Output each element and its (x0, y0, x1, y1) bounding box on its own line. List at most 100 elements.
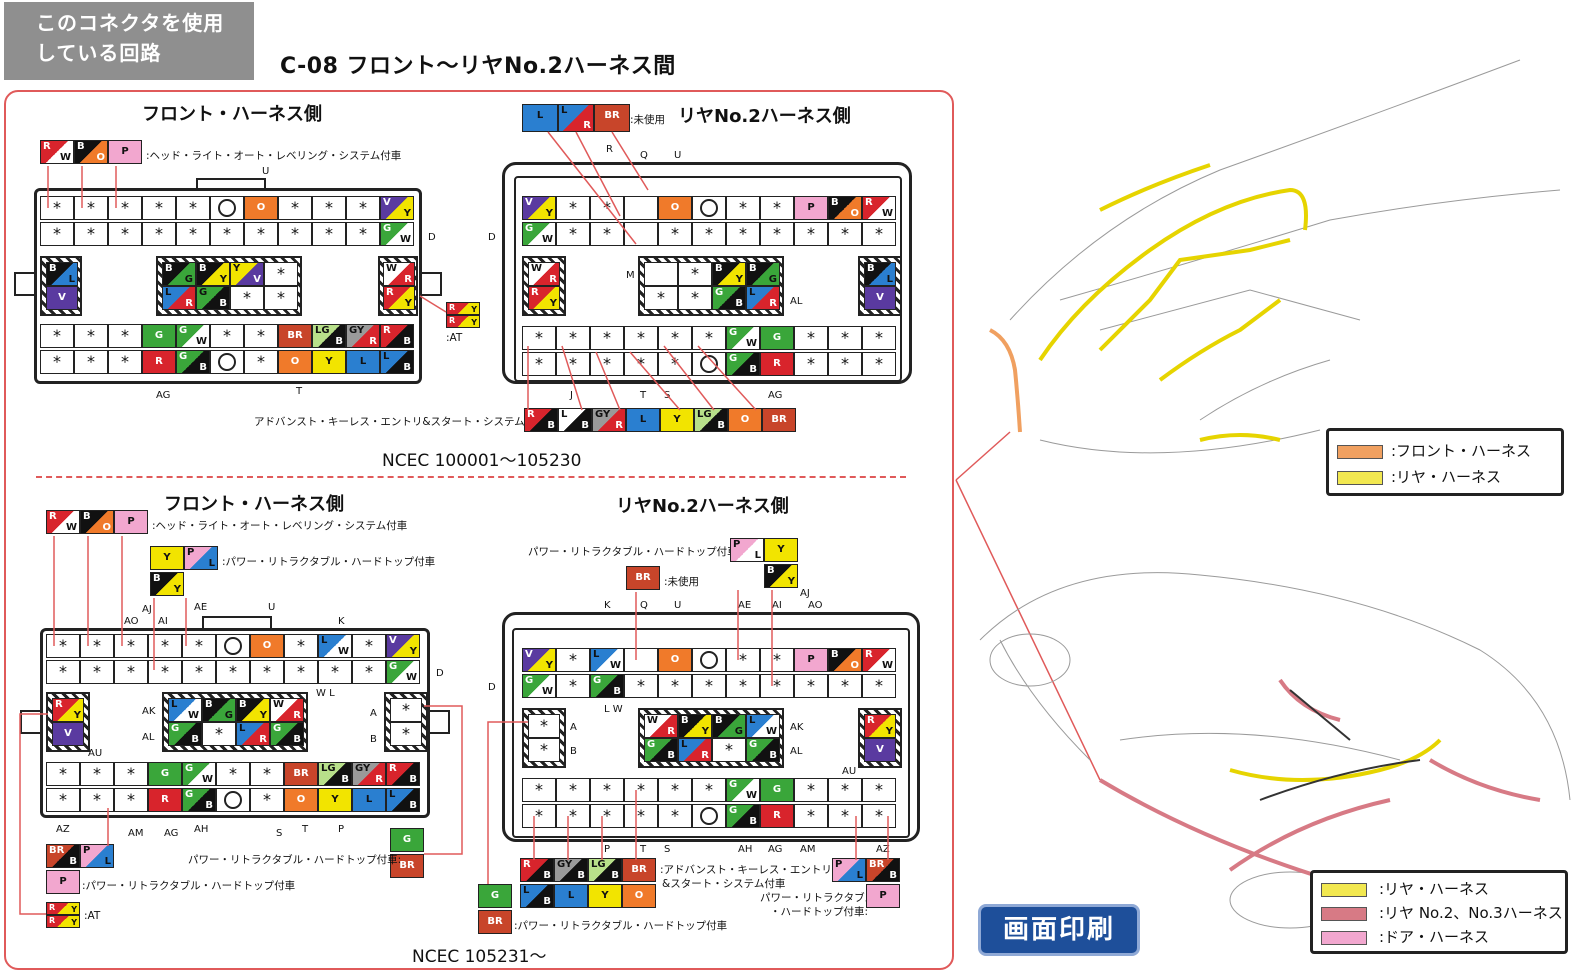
bottom-label-wl: W L (316, 688, 335, 699)
bottom-front-block-right: * * (384, 692, 428, 752)
circuits-tab-line1: このコネクタを使用 (36, 11, 225, 35)
circuits-tab[interactable]: このコネクタを使用 している回路 (4, 2, 254, 80)
bottom-label-a: A (370, 708, 377, 719)
bottom-harness-black (1259, 689, 1421, 801)
top-rear-heading: リヤNo.2ハーネス側 (678, 106, 851, 127)
legend-label-front: :フロント・ハーネス (1391, 442, 1532, 460)
circuits-tab-line2: している回路 (36, 41, 162, 65)
bottom-label-ao: AO (124, 616, 139, 627)
bottom-label-ai: AI (158, 616, 168, 627)
bottom-rear-label-lw: L W (604, 704, 623, 715)
bottom-rear-heading: リヤNo.2ハーネス側 (616, 496, 789, 517)
bottom-rear-unused-wire: BR (626, 566, 660, 592)
top-front-key (196, 178, 266, 190)
legend-label-rear2: :リヤ・ハーネス (1379, 880, 1490, 898)
top-note-advance: アドバンスト・キーレス・エントリ&スタート・システム付車: (254, 416, 550, 428)
bottom-label-ak: AK (142, 706, 156, 717)
legend-swatch-rear2 (1321, 883, 1367, 897)
top-front-heading: フロント・ハーネス側 (142, 104, 322, 125)
bottom-rear-label-q: Q (640, 600, 648, 611)
top-front-latch-left (14, 272, 36, 296)
bottom-rear-label-p: P (604, 844, 611, 855)
bottom-note-power4b: ・ハードトップ付車: (770, 906, 869, 918)
top-label-al: AL (790, 296, 803, 307)
bottom-note-power4: パワー・リトラクタブル (760, 892, 876, 904)
bottom-rear-label-s: S (664, 844, 671, 855)
bottom-rear-connector-inner (512, 628, 910, 838)
bottom-label-b: B (370, 734, 377, 745)
bottom-label-ag: AG (164, 828, 179, 839)
bottom-front-key (202, 616, 272, 630)
diagram-frame (4, 90, 954, 970)
bottom-front-heading: フロント・ハーネス側 (164, 494, 344, 515)
bottom-label-p: P (338, 824, 345, 835)
bottom-rear-label-d: D (488, 682, 496, 693)
bottom-rear-label-ai: AI (772, 600, 782, 611)
top-label-m: M (626, 270, 635, 281)
bottom-label-am: AM (128, 828, 144, 839)
bottom-label-aj: AJ (142, 604, 152, 615)
bottom-note-power-rear: パワー・リトラクタブル・ハードトップ付車: (528, 546, 742, 558)
top-label-q: Q (640, 150, 648, 161)
bottom-label-al: AL (142, 732, 155, 743)
bottom-harness-yellow (1229, 738, 1442, 782)
bottom-note-advance2: &スタート・システム付車 (662, 878, 786, 890)
print-screen-button[interactable]: 画面印刷 (978, 904, 1140, 956)
bottom-note-power2: パワー・リトラクタブル・ハードトップ付車: (188, 854, 402, 866)
bottom-note-headlight: :ヘッド・ライト・オート・レベリング・システム付車 (152, 520, 408, 532)
bottom-rear-label-ah: AH (738, 844, 753, 855)
bottom-rear-label-az: AZ (876, 844, 890, 855)
bottom-label-u: U (268, 602, 276, 613)
top-label-r: R (606, 144, 613, 155)
bottom-label-d: D (436, 668, 444, 679)
bottom-label-ah: AH (194, 824, 209, 835)
legend-front-rear: :フロント・ハーネス :リヤ・ハーネス (1326, 428, 1564, 496)
bottom-rear-label-am: AM (800, 844, 816, 855)
bottom-rear-label-t: T (640, 844, 647, 855)
bottom-front-latch-right (428, 710, 450, 734)
section-divider (36, 476, 906, 478)
legend-label-rear: :リヤ・ハーネス (1391, 468, 1502, 486)
top-label-ag2: AG (768, 390, 783, 401)
top-label-d1: D (428, 232, 436, 243)
bottom-note-advance: :アドバンスト・キーレス・エントリ (660, 864, 832, 876)
bottom-note-at: :AT (84, 910, 101, 922)
bottom-label-az: AZ (56, 824, 70, 835)
legend-swatch-rear-no2 (1321, 907, 1367, 921)
top-car-illustration (1009, 59, 1561, 454)
bottom-ncec: NCEC 105231～ (412, 947, 547, 967)
bottom-note-unused: :未使用 (664, 576, 700, 588)
top-label-t2: T (640, 390, 647, 401)
top-note-unused: :未使用 (630, 114, 666, 126)
bottom-rear-label-al: AL (790, 746, 803, 757)
legend-label-rear-no2: :リヤ No.2、No.3ハーネス (1379, 904, 1563, 922)
top-front-latch-right (420, 272, 442, 296)
bottom-rear-label-k: K (604, 600, 611, 611)
legend-swatch-rear (1337, 471, 1383, 485)
bottom-power-wires-3: G BR (390, 828, 424, 880)
bottom-rear-label-ak: AK (790, 722, 804, 733)
top-note-at: :AT (446, 332, 463, 344)
bottom-car-illustration (979, 572, 1571, 929)
bottom-label-s: S (276, 828, 283, 839)
bottom-rear-label-a: A (570, 722, 577, 733)
bottom-rear-label-b: B (570, 746, 577, 757)
bottom-label-au: AU (88, 748, 103, 759)
legend-swatch-door (1321, 931, 1367, 945)
